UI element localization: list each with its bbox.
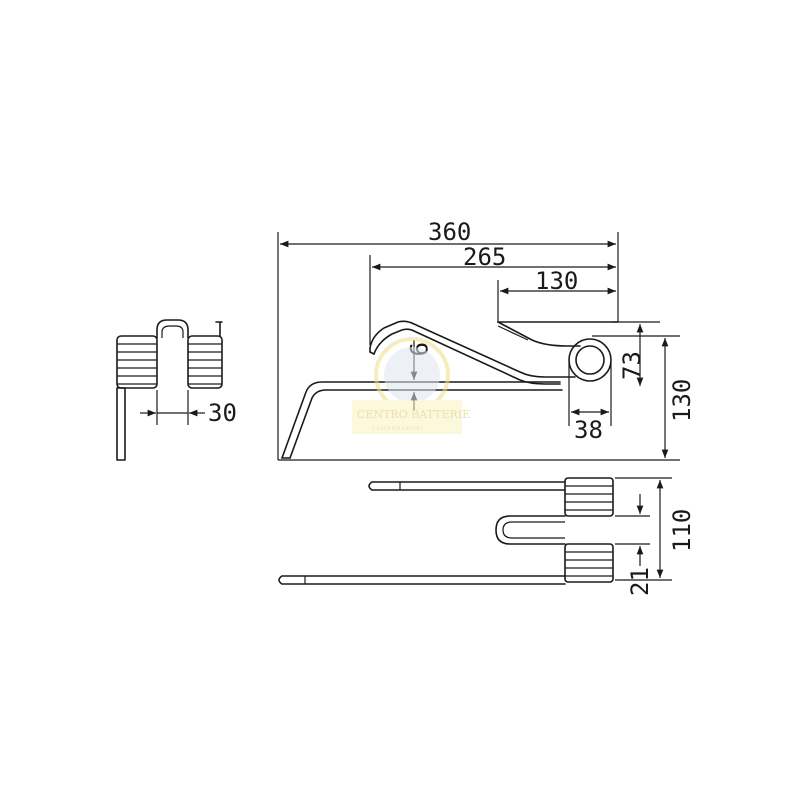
dim-label-30: 30 (208, 399, 237, 427)
watermark-subtext: LAMBORGHINI (372, 426, 423, 432)
dimension-coil-width: 110 (615, 477, 696, 581)
dim-label-130-horizontal: 130 (535, 267, 578, 295)
dim-label-73: 73 (618, 351, 646, 380)
dimension-arm-length: 265 (369, 243, 616, 345)
dimension-coil-center-height: 73 (612, 321, 660, 386)
side-view-coil-right (187, 335, 223, 389)
dim-label-38: 38 (574, 416, 603, 444)
dim-label-130-vertical: 130 (668, 379, 696, 422)
dim-label-265: 265 (463, 243, 506, 271)
dim-label-360: 360 (428, 218, 471, 246)
tine-lower-arm (281, 381, 561, 459)
side-view-coil-left (116, 335, 158, 389)
dimension-overall-length: 360 (280, 218, 619, 322)
top-view-loop (495, 515, 566, 545)
dimension-coil-gap-bottom: 21 (615, 494, 654, 596)
top-view: 110 21 (278, 477, 696, 596)
side-view-inner-loop (161, 325, 184, 338)
dim-label-21: 21 (626, 567, 654, 596)
top-view-lower-tine (278, 575, 566, 585)
side-view-loop (156, 319, 189, 339)
coil-outer (568, 338, 612, 382)
front-view: 360 265 130 9 73 130 (277, 218, 696, 461)
dimension-coil-diameter: 38 (568, 362, 612, 444)
side-view: 30 (116, 319, 237, 461)
watermark-logo: CENTRO BATTERIE LAMBORGHINI (352, 337, 470, 434)
dimension-total-height: 130 (592, 335, 696, 458)
top-view-upper-tine (368, 481, 566, 491)
tine-upper-arm (369, 320, 576, 378)
coil-inner (575, 345, 605, 375)
watermark-text: CENTRO BATTERIE (357, 408, 470, 421)
dimension-coil-offset: 130 (497, 267, 616, 322)
tine-top-arm (497, 321, 581, 347)
dim-label-110: 110 (668, 509, 696, 552)
top-view-coil-lower (564, 543, 614, 583)
side-view-tine-leg (116, 387, 126, 461)
top-view-coil-upper (564, 477, 614, 517)
dimension-coil-gap-side: 30 (140, 390, 237, 427)
